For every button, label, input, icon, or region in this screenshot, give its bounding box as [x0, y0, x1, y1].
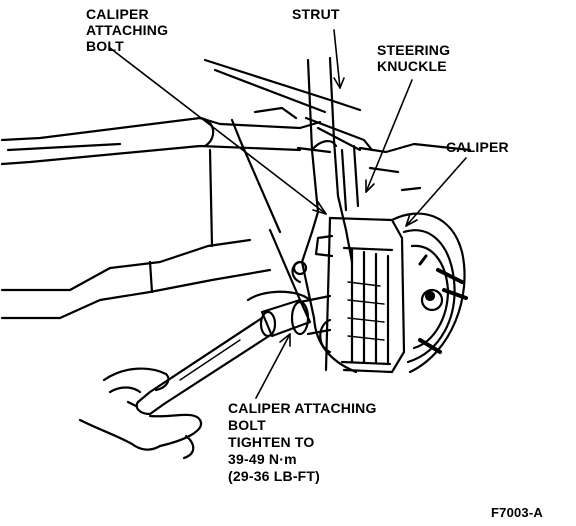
- label-line: STEERING: [377, 42, 451, 58]
- steering-knuckle: [291, 142, 472, 374]
- label-line: KNUCKLE: [377, 58, 447, 74]
- label-line: (29-36 LB-FT): [228, 468, 321, 484]
- label-caliper: CALIPER: [446, 139, 509, 155]
- caliper: [314, 216, 406, 374]
- leader-lines: [109, 29, 467, 399]
- hand: [78, 367, 203, 460]
- figure-code: F7003-A: [491, 505, 543, 520]
- rotor-hub: [390, 186, 468, 374]
- label-line: BOLT: [86, 38, 124, 54]
- label-line: ATTACHING: [86, 22, 169, 38]
- label-line: CALIPER: [86, 6, 149, 22]
- label-strut: STRUT: [292, 6, 340, 22]
- label-steering-knuckle: STEERING KNUCKLE: [377, 42, 450, 74]
- caliper-attaching-bolt: [259, 294, 332, 338]
- label-caliper-attaching-bolt-torque: CALIPER ATTACHING BOLT TIGHTEN TO 39-49 …: [228, 400, 377, 485]
- lower-control-arm: [0, 106, 312, 320]
- wrench: [135, 316, 274, 416]
- strut: [304, 56, 374, 214]
- label-line: BOLT: [228, 417, 266, 433]
- label-line: 39-49 N·m: [228, 451, 297, 467]
- label-caliper-attaching-bolt-top: CALIPER ATTACHING BOLT: [86, 6, 168, 54]
- label-line: TIGHTEN TO: [228, 434, 315, 450]
- label-line: CALIPER ATTACHING: [228, 400, 377, 416]
- fender-outline: [0, 58, 362, 166]
